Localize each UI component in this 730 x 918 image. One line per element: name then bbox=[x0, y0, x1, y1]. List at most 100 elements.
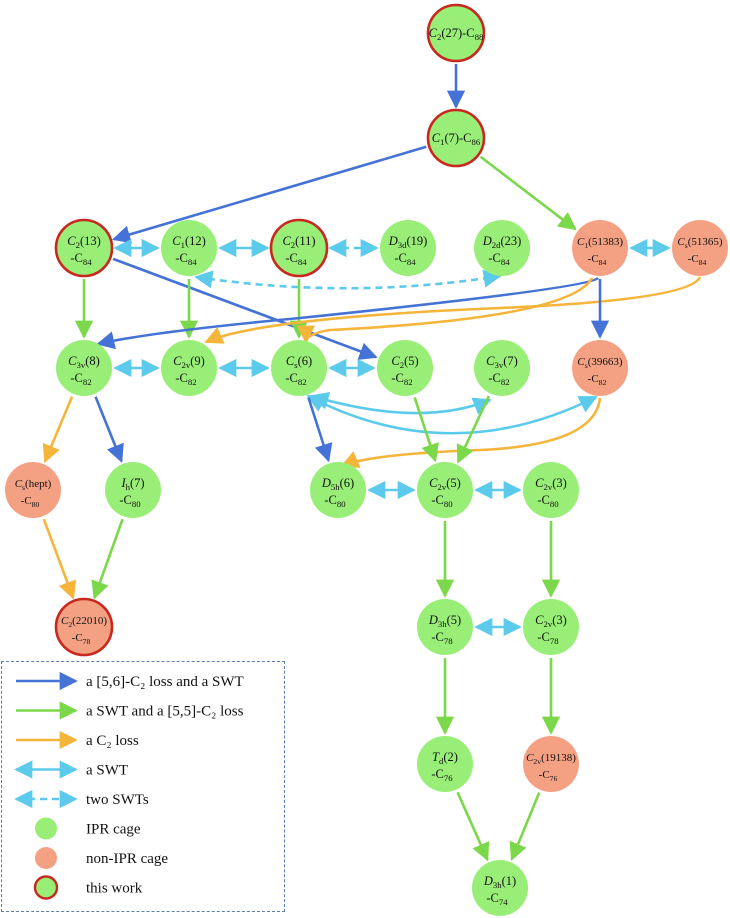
cage-label: C2v(9)-C82 bbox=[173, 354, 205, 387]
cage-circle bbox=[54, 218, 114, 278]
edge-orange-c84_51365-to-c82_9 bbox=[204, 276, 702, 344]
edge-green-c82_5-to-c80_5 bbox=[413, 397, 439, 463]
edge-green-c76_2-to-c74_1 bbox=[456, 791, 490, 862]
legend-label: this work bbox=[86, 881, 143, 897]
cage-circle bbox=[426, 3, 486, 63]
cage-node-c76_2: Td(2)-C76 bbox=[417, 736, 473, 792]
cage-circle bbox=[269, 218, 329, 278]
cage-circle bbox=[523, 736, 579, 792]
legend-label: a [5,6]-C₂ loss and a SWT bbox=[86, 674, 244, 690]
legend: a [5,6]-C₂ loss and a SWT a SWT and a [5,… bbox=[14, 671, 244, 900]
edge-blue-c82_6-to-c80_6 bbox=[307, 397, 333, 463]
cage-label: C2v(19138)-C76 bbox=[526, 752, 576, 783]
edge-orange-c84_51383-to-c82_6 bbox=[296, 277, 594, 344]
legend-label: two SWTs bbox=[86, 792, 149, 808]
cage-node-c82_6: Cs(6)-C82 bbox=[271, 340, 327, 396]
legend-symbol bbox=[35, 817, 57, 840]
legend-item-non-ipr-dot: non-IPR cage bbox=[35, 847, 168, 869]
cage-node-c84_23: D2d(23)-C84 bbox=[474, 220, 530, 276]
cage-circle bbox=[271, 340, 327, 396]
cage-circle bbox=[310, 462, 366, 518]
cage-node-c80_5: C2v(5)-C80 bbox=[417, 462, 473, 518]
cage-circle bbox=[417, 599, 473, 655]
cage-label: Cs(51365)-C84 bbox=[677, 236, 723, 267]
cage-node-c84_12: C1(12)-C84 bbox=[161, 220, 217, 276]
cage-circle bbox=[426, 108, 486, 168]
cage-node-c88: C2(27)-C88 bbox=[426, 3, 486, 63]
cage-label: D3h(1)-C74 bbox=[483, 874, 516, 907]
edge-orange-c82_8-to-c80_hept bbox=[42, 396, 74, 464]
cage-circle bbox=[56, 340, 112, 396]
legend-label: a SWT and a [5,5]-C₂ loss bbox=[86, 704, 244, 720]
cage-node-c82_39663: Cs(39663)-C82 bbox=[572, 340, 628, 396]
cage-node-c84_51383: C1(51383)-C84 bbox=[572, 220, 628, 276]
cage-circle bbox=[523, 599, 579, 655]
legend-item-green-arrow: a SWT and a [5,5]-C₂ loss bbox=[16, 701, 244, 720]
cage-node-c80_6: D5h(6)-C80 bbox=[310, 462, 366, 518]
edge-blue-c84_51383-to-c82_8 bbox=[96, 276, 600, 350]
edge-blue-c84_13-to-c82_5 bbox=[112, 257, 378, 360]
cage-circle bbox=[472, 860, 528, 916]
cage-circle bbox=[672, 220, 728, 276]
cage-circle bbox=[474, 220, 530, 276]
edge-orange-c82_39663-to-c80_6 bbox=[340, 397, 602, 468]
cage-node-c78_3: C2v(3)-C78 bbox=[523, 599, 579, 655]
legend-label: IPR cage bbox=[86, 822, 141, 838]
edge-cyan-c82_6-to-c82_39663 bbox=[306, 394, 598, 435]
cage-label: C2v(5)-C80 bbox=[429, 476, 461, 509]
cage-circle bbox=[161, 340, 217, 396]
cage-node-c84_19: D3d(19)-C84 bbox=[380, 220, 436, 276]
edge-cyan_dashed-c84_12-to-c84_23 bbox=[194, 269, 502, 290]
cage-label: C2(13)-C84 bbox=[67, 234, 101, 267]
cage-label: C3v(7)-C82 bbox=[486, 354, 518, 387]
cage-label: C2(27)-C88 bbox=[429, 26, 484, 42]
cage-label: C2(22010)-C78 bbox=[61, 615, 107, 646]
legend-item-blue-arrow: a [5,6]-C₂ loss and a SWT bbox=[16, 671, 244, 691]
cage-circle bbox=[161, 220, 217, 276]
cage-circle bbox=[105, 462, 161, 518]
cage-node-c76_19138: C2v(19138)-C76 bbox=[523, 736, 579, 792]
cage-label: C1(12)-C84 bbox=[172, 234, 206, 267]
cage-label: Cs(39663)-C82 bbox=[577, 356, 623, 387]
cage-label: D2d(23)-C84 bbox=[482, 234, 522, 267]
legend-symbol bbox=[33, 875, 59, 900]
legend-item-ipr-dot: IPR cage bbox=[35, 817, 141, 840]
cage-label: D5h(6)-C80 bbox=[321, 476, 354, 509]
legend-item-this-work-dot: this work bbox=[33, 875, 143, 900]
legend-item-orange-arrow: a C₂ loss bbox=[16, 730, 139, 750]
cage-label: C2(11)-C84 bbox=[282, 234, 315, 267]
cage-circle bbox=[417, 462, 473, 518]
cage-node-c82_7: C3v(7)-C82 bbox=[474, 340, 530, 396]
edges-layer bbox=[42, 64, 702, 862]
edge-green-c80_7-to-c78_22010 bbox=[91, 518, 124, 600]
legend-symbol bbox=[35, 847, 57, 869]
cage-label: C2(5)-C82 bbox=[391, 354, 418, 387]
edge-green-c86-to-c84_51383 bbox=[479, 155, 577, 231]
cage-node-c80_7: Ih(7)-C80 bbox=[105, 462, 161, 518]
cage-circle bbox=[417, 736, 473, 792]
cage-node-c86: C1(7)-C86 bbox=[426, 108, 486, 168]
edge-blue-c86-to-c84_13 bbox=[111, 145, 427, 244]
cage-label: C2v(3)-C78 bbox=[535, 613, 567, 646]
cage-circle bbox=[474, 340, 530, 396]
edge-blue-c82_8-to-c80_7 bbox=[94, 396, 124, 463]
cage-node-c80_hept: Cs(hept)-C80 bbox=[5, 462, 61, 518]
cage-circle bbox=[572, 220, 628, 276]
cage-node-c74_1: D3h(1)-C74 bbox=[472, 860, 528, 916]
cage-circle bbox=[572, 340, 628, 396]
legend-frame bbox=[1, 661, 285, 912]
cage-node-c82_9: C2v(9)-C82 bbox=[161, 340, 217, 396]
legend-item-cyan-dashed: two SWTs bbox=[14, 789, 149, 809]
cage-circle bbox=[377, 340, 433, 396]
cage-node-c80_3: C2v(3)-C80 bbox=[523, 462, 579, 518]
cage-circle bbox=[523, 462, 579, 518]
cage-label: Cs(hept)-C80 bbox=[15, 478, 52, 509]
cage-node-c78_5: D3h(5)-C78 bbox=[417, 599, 473, 655]
cage-node-c84_11: C2(11)-C84 bbox=[269, 218, 329, 278]
cage-label: C1(51383)-C84 bbox=[577, 236, 623, 267]
cage-node-c82_5: C2(5)-C82 bbox=[377, 340, 433, 396]
edge-green-c76_19138-to-c74_1 bbox=[509, 792, 541, 862]
cage-circle bbox=[54, 597, 114, 657]
cage-node-c84_13: C2(13)-C84 bbox=[54, 218, 114, 278]
